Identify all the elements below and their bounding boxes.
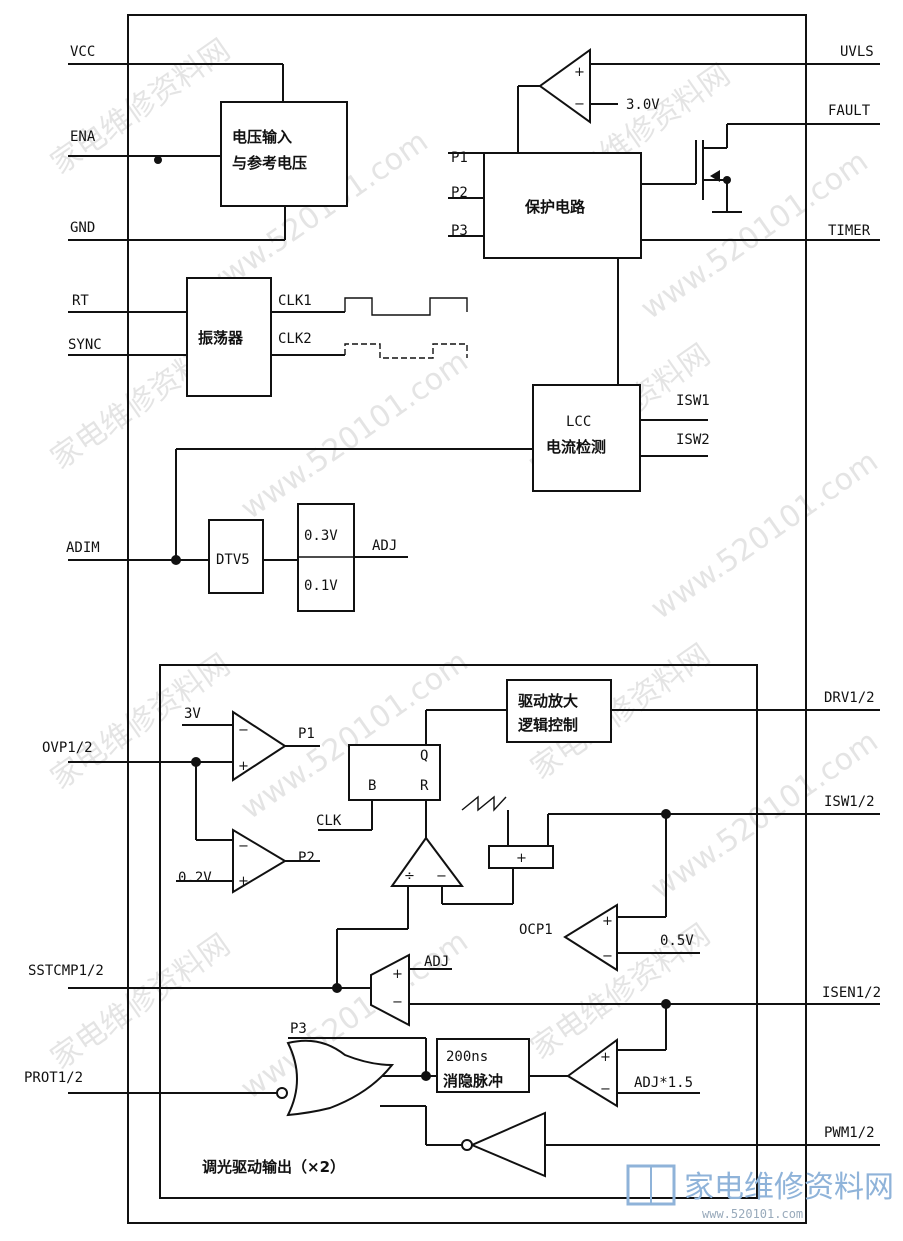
svg-text:电流检测: 电流检测 [546,438,606,456]
svg-text:+: + [574,65,585,80]
clk1-label: CLK1 [278,293,312,309]
pin-isw2: ISW2 [676,432,710,448]
svg-text:消隐脉冲: 消隐脉冲 [443,1072,503,1090]
p3-in-label: P3 [451,223,468,239]
adj-label: ADJ [372,538,397,554]
svg-text:保护电路: 保护电路 [524,198,586,216]
pin-gnd: GND [70,220,95,236]
svg-text:逻辑控制: 逻辑控制 [518,716,578,734]
dimming-driver-outline [159,664,758,1199]
q-label: Q [420,748,428,764]
svg-text:电压输入: 电压输入 [232,128,292,146]
pin-adim: ADIM [66,540,100,556]
svg-text:−: − [602,949,613,964]
flipflop: ÷ − [318,744,514,905]
svg-text:驱动放大: 驱动放大 [518,692,578,710]
svg-text:+: + [238,874,249,889]
p2-in-label: P2 [451,185,468,201]
pin-ovp: OVP1/2 [42,740,93,756]
p1-out-label: P1 [298,726,315,742]
pin-sync: SYNC [68,337,102,353]
r-label: R [420,778,429,794]
b-label: B [368,778,376,794]
sstcmp-amp: + − [68,904,880,1027]
svg-text:+: + [238,759,249,774]
v05-label: 0.5V [660,933,694,949]
svg-text:www.520101.com: www.520101.com [645,724,885,907]
pin-ena: ENA [70,129,96,145]
svg-text:+: + [600,1050,611,1065]
adim-block: DTV5 0.3V 0.1V [68,503,408,612]
svg-text:振荡器: 振荡器 [198,329,244,347]
p3-label: P3 [290,1021,307,1037]
svg-text:+: + [516,851,527,866]
svg-text:−: − [238,839,249,854]
svg-text:DTV5: DTV5 [216,552,250,568]
p2-out-label: P2 [298,850,315,866]
pin-prot: PROT1/2 [24,1070,83,1086]
svg-text:www.520101.com: www.520101.com [645,444,885,627]
pin-drv: DRV1/2 [824,690,875,706]
ocp1-comparator: + − [563,814,700,972]
blanking-block: 200ns 消隐脉冲 + − [288,1004,700,1108]
svg-text:−: − [392,995,403,1010]
svg-text:www.520101.com: www.520101.com [702,1207,803,1221]
pin-isw12: ISW1/2 [824,794,875,810]
svg-text:家电维修资料网: 家电维修资料网 [684,1170,894,1205]
uvls-comparator: + − [517,48,880,153]
pin-sstcmp: SSTCMP1/2 [28,963,104,979]
svg-text:200ns: 200ns [446,1049,488,1065]
dimming-title: 调光驱动输出（×2） [202,1158,345,1176]
svg-text:LCC: LCC [566,414,591,430]
vref-block: 电压输入 与参考电压 [68,63,348,241]
svg-text:0.1V: 0.1V [304,578,338,594]
svg-text:+: + [602,914,613,929]
pin-fault: FAULT [828,103,871,119]
p1-in-label: P1 [451,150,468,166]
svg-text:0.3V: 0.3V [304,528,338,544]
pin-uvls: UVLS [840,44,874,60]
svg-text:−: − [600,1082,611,1097]
ovp-comparators: − + − + [68,710,320,894]
svg-text:家电维修资料网: 家电维修资料网 [45,647,237,796]
nor-gate [68,1039,462,1146]
sawtooth-adder: + [461,795,880,869]
v3-label: 3V [184,706,201,722]
site-logo: 家电维修资料网 www.520101.com [626,1164,894,1221]
oscillator-block: 振荡器 [68,277,468,397]
svg-text:−: − [436,869,447,884]
adj15-label: ADJ*1.5 [634,1075,693,1091]
pin-isen: ISEN1/2 [822,985,881,1001]
clk-label: CLK [316,813,342,829]
pin-rt: RT [72,293,89,309]
svg-text:−: − [238,723,249,738]
clk2-label: CLK2 [278,331,312,347]
svg-text:−: − [574,97,585,112]
pin-vcc: VCC [70,44,95,60]
chip-outline [127,14,807,1224]
svg-text:与参考电压: 与参考电压 [232,154,307,172]
svg-text:÷: ÷ [404,869,415,884]
svg-text:家电维修资料网: 家电维修资料网 [45,927,237,1076]
adj2-label: ADJ [424,954,449,970]
v30-label: 3.0V [626,97,660,113]
ocp1-label: OCP1 [519,922,553,938]
v02-label: 0.2V [178,870,212,886]
svg-text:+: + [392,967,403,982]
pin-isw1: ISW1 [676,393,710,409]
pin-pwm: PWM1/2 [824,1125,875,1141]
pwm-inverter [461,1111,880,1178]
drive-logic-block: 驱动放大 逻辑控制 [425,679,880,745]
pin-timer: TIMER [828,223,871,239]
lcc-block: LCC 电流检测 [175,384,708,560]
protect-block: 保护电路 [448,123,880,385]
